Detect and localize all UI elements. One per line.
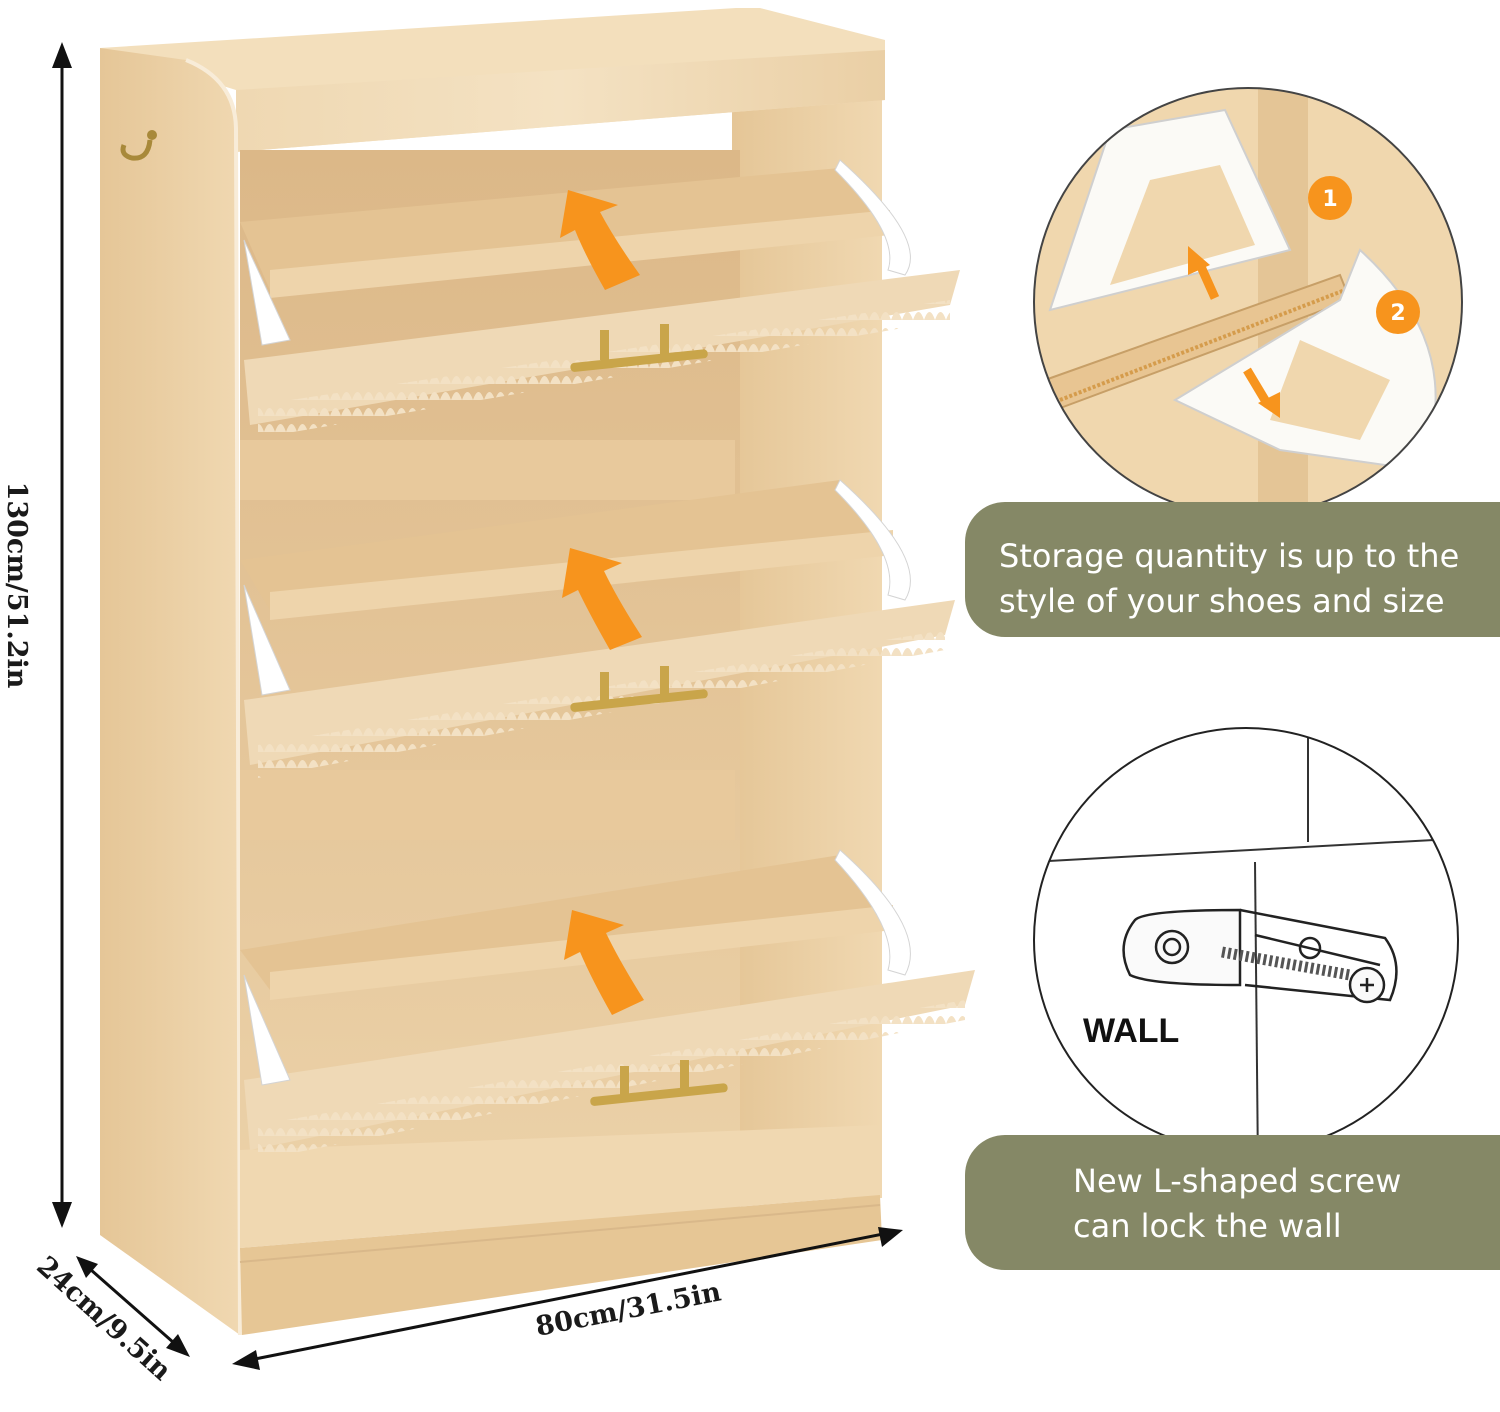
drawer-1-handle <box>570 324 708 372</box>
cabinet-base <box>240 1125 880 1248</box>
orange-curved-arrow-icon <box>562 548 642 650</box>
cabinet-left-panel <box>100 48 240 1335</box>
flip-drawer-3 <box>240 849 975 1160</box>
height-dimension: 130cm/51.2in <box>1 42 72 1228</box>
step-2-badge: 2 <box>1376 290 1420 334</box>
svg-text:1: 1 <box>1322 187 1337 212</box>
hook-icon <box>120 130 157 161</box>
down-arrow-icon <box>1243 367 1280 418</box>
storage-banner-line-1: Storage quantity is up to the <box>999 537 1460 575</box>
wall-label: WALL <box>1083 1012 1179 1050</box>
orange-curved-arrow-icon <box>560 190 640 290</box>
up-arrow-icon <box>1188 246 1220 300</box>
storage-banner-line-2: style of your shoes and size <box>999 582 1445 620</box>
hinge-detail-circle: 1 2 <box>1033 87 1463 517</box>
height-label: 130cm/51.2in <box>1 482 32 689</box>
flip-drawer-2 <box>240 479 955 778</box>
screw-icon <box>1122 908 1398 1004</box>
shoe-cabinet <box>100 8 975 1336</box>
screw-info-banner: New L-shaped screw can lock the wall <box>965 1135 1500 1270</box>
wall-anchor-detail-circle: WALL <box>1033 727 1459 1153</box>
screw-banner-line-2: can lock the wall <box>1073 1207 1342 1245</box>
screw-banner-line-1: New L-shaped screw <box>1073 1162 1402 1200</box>
step-1-badge: 1 <box>1308 176 1352 220</box>
svg-text:2: 2 <box>1390 301 1405 326</box>
drawer-3-handle <box>590 1060 728 1106</box>
storage-info-banner: Storage quantity is up to the style of y… <box>965 502 1500 637</box>
flip-drawer-1 <box>240 159 960 438</box>
drawer-2-handle <box>570 666 708 712</box>
orange-curved-arrow-icon <box>564 910 644 1015</box>
